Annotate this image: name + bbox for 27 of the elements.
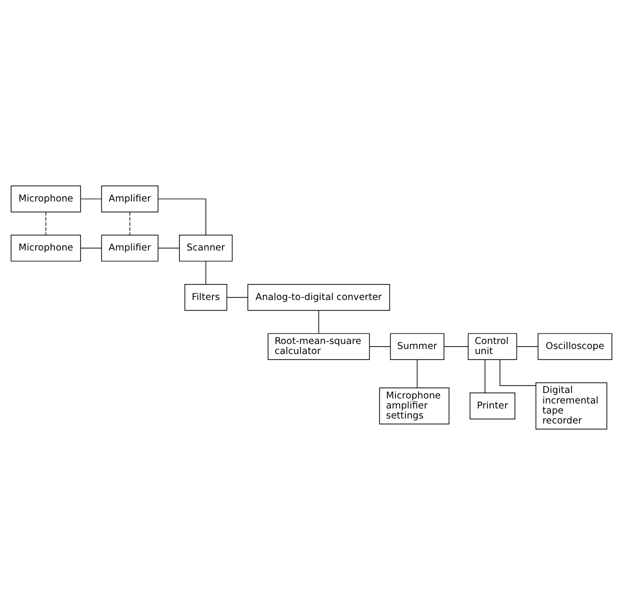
node-box: Control unit (468, 333, 518, 360)
node-box: Summer (390, 333, 444, 360)
node-box: Amplifier (101, 234, 158, 262)
node-box: Printer (470, 392, 516, 420)
connector (129, 212, 130, 236)
connector (226, 297, 248, 298)
node-box: Digital incremental tape recorder (536, 382, 608, 430)
connector (500, 359, 536, 386)
connector (516, 346, 538, 347)
connector (205, 260, 206, 284)
connector (80, 198, 102, 200)
node-box: Analog-to-digital converter (247, 284, 390, 311)
node-box: Oscilloscope (538, 333, 612, 360)
connector (318, 310, 320, 334)
node-box: Filters (184, 284, 228, 311)
connector (444, 346, 469, 347)
node-box: Microphone (10, 234, 81, 262)
node-box: Scanner (179, 234, 233, 262)
connector (416, 359, 418, 388)
connector (158, 198, 206, 236)
node-box: Root-mean-square calculator (268, 333, 370, 360)
node-box: Amplifier (101, 186, 158, 212)
connector (369, 346, 391, 347)
connector (45, 212, 46, 236)
node-box: Microphone (10, 186, 81, 212)
node-box: Microphone amplifier settings (379, 387, 450, 424)
connector (484, 359, 486, 394)
